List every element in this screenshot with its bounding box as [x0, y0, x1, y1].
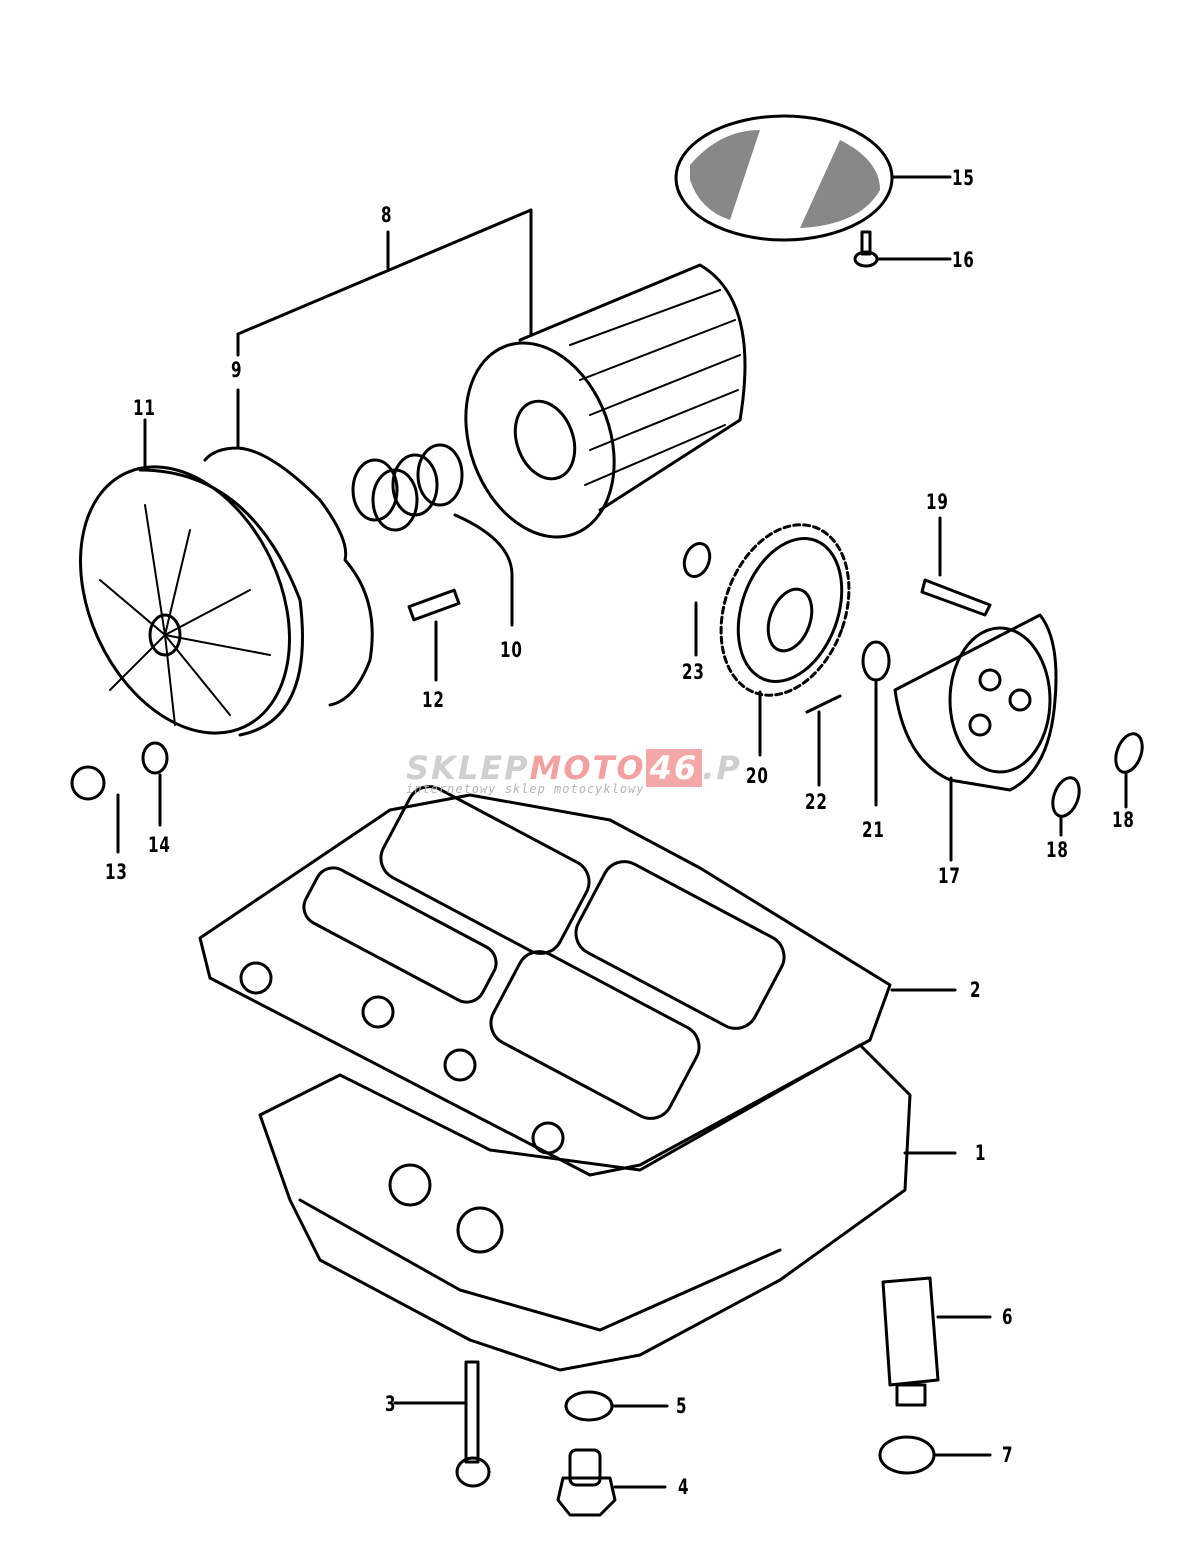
callout-5: 5	[676, 1394, 688, 1418]
callout-19: 19	[926, 490, 949, 514]
washer-drawing	[141, 741, 169, 827]
drain-plug-drawing	[556, 1448, 667, 1517]
callout-20: 20	[746, 764, 769, 788]
strainer-screw-drawing	[853, 230, 952, 268]
pin-22-drawing	[805, 694, 842, 787]
watermark-part-2: MOTO	[529, 749, 646, 787]
filter-assembly-bracket	[236, 208, 533, 357]
callout-23: 23	[682, 660, 705, 684]
circlip-drawing	[682, 542, 712, 657]
oil-pan-gasket-drawing	[198, 785, 957, 1177]
oil-pressure-switch-union-drawing	[881, 1276, 992, 1407]
union-gasket-drawing	[878, 1435, 992, 1475]
pump-bolt-drawing	[920, 516, 992, 617]
oil-strainer-drawing	[674, 114, 952, 242]
oil-pump-drawing	[893, 613, 1058, 862]
callout-16: 16	[952, 248, 975, 272]
callout-4: 4	[678, 1475, 690, 1499]
callout-11: 11	[133, 396, 156, 420]
callout-21: 21	[862, 818, 885, 842]
callout-10: 10	[500, 638, 523, 662]
callout-22: 22	[805, 790, 828, 814]
watermark-subtitle: internetowy sklep motocyklowy	[406, 782, 645, 796]
washer-21-drawing	[861, 640, 891, 807]
oil-filter-element-drawing	[464, 263, 747, 539]
callout-1: 1	[975, 1141, 987, 1165]
filter-spring-drawing	[351, 443, 514, 627]
callout-3: 3	[385, 1392, 397, 1416]
o-ring-b-drawing	[1114, 732, 1144, 809]
callout-14: 14	[148, 833, 171, 857]
oil-filter-cover-drawing	[79, 418, 304, 737]
callout-18b: 18	[1112, 808, 1135, 832]
callout-13: 13	[105, 860, 128, 884]
pan-bolt-drawing	[393, 1360, 491, 1488]
filter-cover-o-ring-drawing	[203, 388, 374, 707]
callout-8: 8	[381, 203, 393, 227]
drain-plug-gasket-drawing	[564, 1390, 669, 1422]
pin-drawing	[407, 588, 461, 682]
callout-18a: 18	[1046, 838, 1069, 862]
watermark-part-1: SKLEP	[406, 749, 530, 787]
callout-7: 7	[1002, 1443, 1014, 1467]
pump-drive-gear-drawing	[719, 523, 851, 757]
callout-12: 12	[422, 688, 445, 712]
callout-15: 15	[952, 166, 975, 190]
cover-nut-drawing	[70, 765, 120, 854]
watermark-part-3: 46	[645, 749, 703, 787]
callout-2: 2	[970, 978, 982, 1002]
watermark-part-4: .P	[702, 749, 742, 787]
oil-pan-drawing	[258, 1043, 957, 1372]
callout-17: 17	[938, 864, 961, 888]
callout-9: 9	[231, 358, 243, 382]
o-ring-a-drawing	[1051, 776, 1081, 837]
callout-6: 6	[1002, 1305, 1014, 1329]
